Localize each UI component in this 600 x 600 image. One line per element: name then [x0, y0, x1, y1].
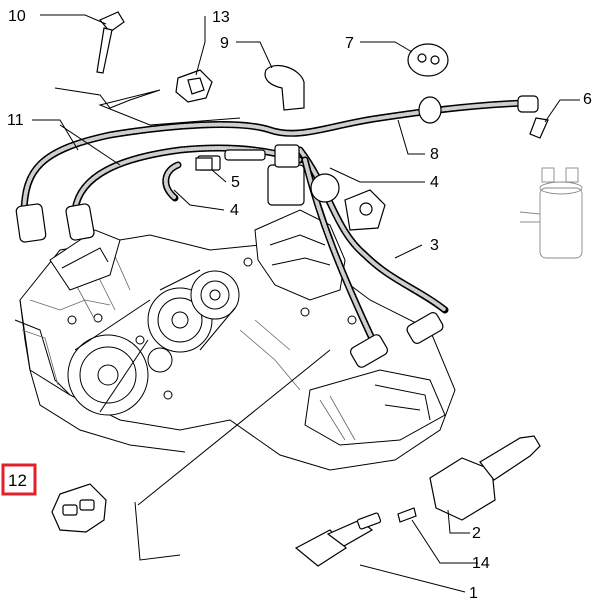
callout-4-lower: 4 [230, 202, 239, 219]
callout-12: 12 [8, 471, 27, 490]
callout-6: 6 [583, 91, 592, 108]
highlight-box [1, 463, 37, 496]
callout-10: 10 [8, 8, 26, 25]
callout-14: 14 [472, 555, 490, 572]
callout-9: 9 [220, 35, 229, 52]
leader-lines [32, 14, 580, 593]
callout-8: 8 [430, 146, 439, 163]
callout-5: 5 [231, 174, 240, 191]
callout-12-highlight: 12 [1, 463, 37, 496]
callout-11: 11 [7, 112, 24, 129]
callout-3: 3 [430, 237, 439, 254]
callout-13: 13 [212, 9, 230, 26]
ignition-harness-drawing [15, 95, 539, 368]
callout-1: 1 [469, 585, 478, 600]
callout-4-upper: 4 [430, 174, 439, 191]
engine-block-drawing [14, 87, 456, 471]
callout-labels: 10 13 9 7 6 11 8 5 4 4 3 2 14 1 [7, 8, 592, 600]
callout-2: 2 [472, 525, 481, 542]
callout-7: 7 [345, 35, 354, 52]
loose-parts-drawing [51, 11, 583, 567]
